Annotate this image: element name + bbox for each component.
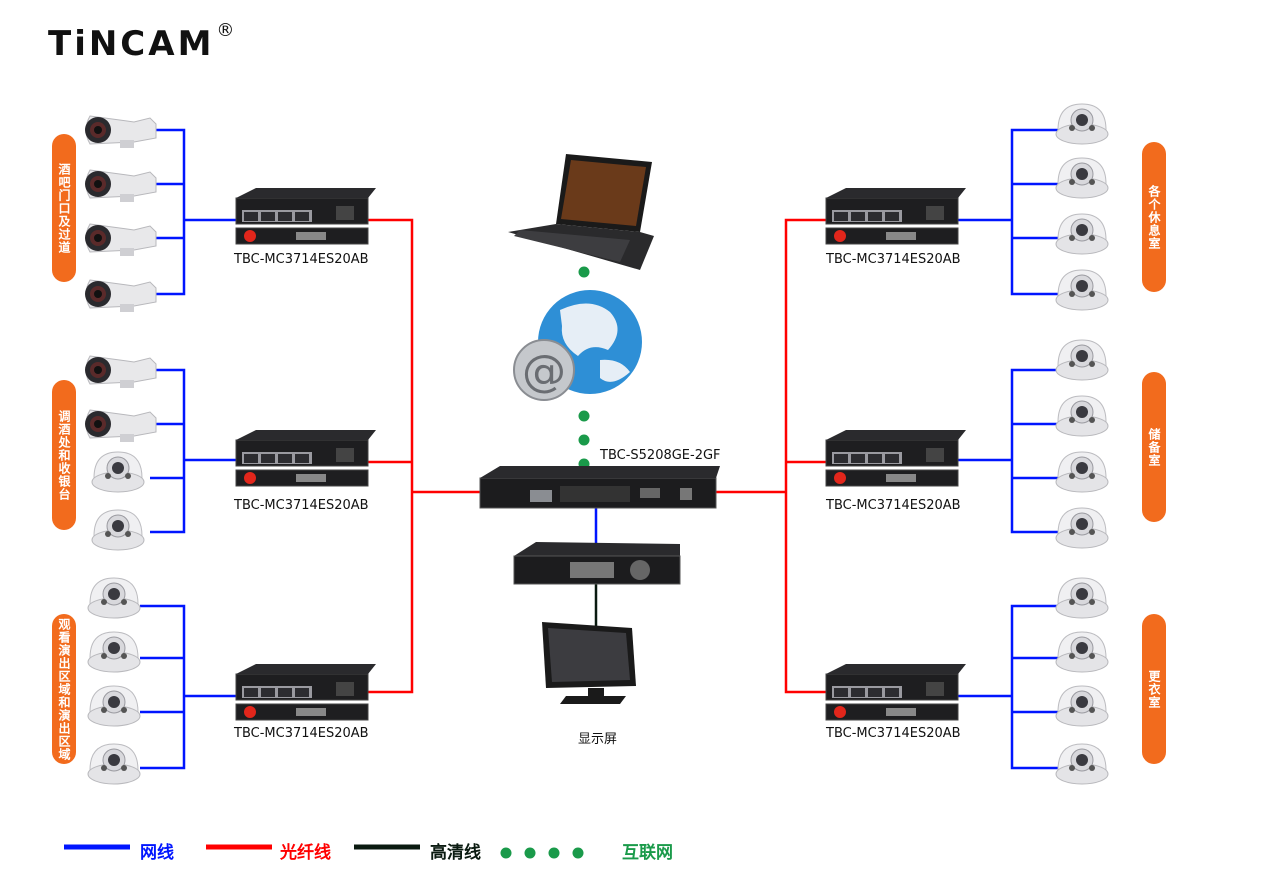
zone-label-performance: 观看演出区域和演出区域 xyxy=(52,614,76,764)
fiber-links xyxy=(368,218,826,694)
network-wiring-zone-right-3 xyxy=(958,604,1058,770)
zone-label-lounges: 各个休息室 xyxy=(1142,142,1166,292)
media-converter-left-3 xyxy=(235,663,377,721)
zone-label-bar-entrance: 酒吧门口及过道 xyxy=(52,134,76,282)
laptop-icon xyxy=(508,154,654,270)
camera-group-right-2 xyxy=(1055,339,1109,549)
media-converter-right-2 xyxy=(825,429,967,487)
legend-internet-dots xyxy=(500,847,584,859)
media-converter-left-1 xyxy=(235,187,377,245)
zone-label-changing-room: 更衣室 xyxy=(1142,614,1166,764)
core-switch-icon xyxy=(479,466,720,509)
converter-label-left-2: TBC-MC3714ES20AB xyxy=(234,498,369,513)
brand-logo: TiNCAM® xyxy=(48,20,234,64)
globe-internet-icon: @ xyxy=(513,290,642,401)
media-converter-left-2 xyxy=(235,429,377,487)
camera-group-left-2 xyxy=(84,355,157,551)
network-wiring-zone-left-3 xyxy=(140,604,236,770)
legend-hd-label: 高清线 xyxy=(430,843,481,863)
svg-text:@: @ xyxy=(522,346,566,397)
legend-fiber-label: 光纤线 xyxy=(280,843,331,863)
zone-label-bar-counter: 调酒处和收银台 xyxy=(52,380,76,530)
monitor-label: 显示屏 xyxy=(578,732,618,747)
network-wiring-zone-right-1 xyxy=(958,128,1058,296)
camera-group-left-3 xyxy=(87,577,141,785)
camera-group-right-1 xyxy=(1055,103,1109,311)
camera-group-left-1 xyxy=(84,115,157,313)
converter-label-right-3: TBC-MC3714ES20AB xyxy=(826,726,961,741)
camera-group-right-3 xyxy=(1055,577,1109,785)
switch-label: TBC-S5208GE-2GF xyxy=(600,448,721,463)
internet-link-dots xyxy=(578,266,590,470)
zone-label-storage: 储备室 xyxy=(1142,372,1166,522)
converter-label-right-2: TBC-MC3714ES20AB xyxy=(826,498,961,513)
media-converter-right-3 xyxy=(825,663,967,721)
network-wiring-zone-left-1 xyxy=(150,128,236,296)
network-wiring-zone-left-2 xyxy=(150,368,236,534)
monitor-icon xyxy=(542,622,636,704)
logo-text: TiNCAM xyxy=(48,24,215,64)
registered-mark: ® xyxy=(216,20,235,41)
converter-label-right-1: TBC-MC3714ES20AB xyxy=(826,252,961,267)
network-wiring-zone-right-2 xyxy=(958,368,1058,534)
converter-label-left-1: TBC-MC3714ES20AB xyxy=(234,252,369,267)
legend-internet-label: 互联网 xyxy=(622,843,673,863)
nvr-recorder-icon xyxy=(513,542,681,585)
converter-label-left-3: TBC-MC3714ES20AB xyxy=(234,726,369,741)
legend-network-label: 网线 xyxy=(140,843,174,863)
media-converter-right-1 xyxy=(825,187,967,245)
